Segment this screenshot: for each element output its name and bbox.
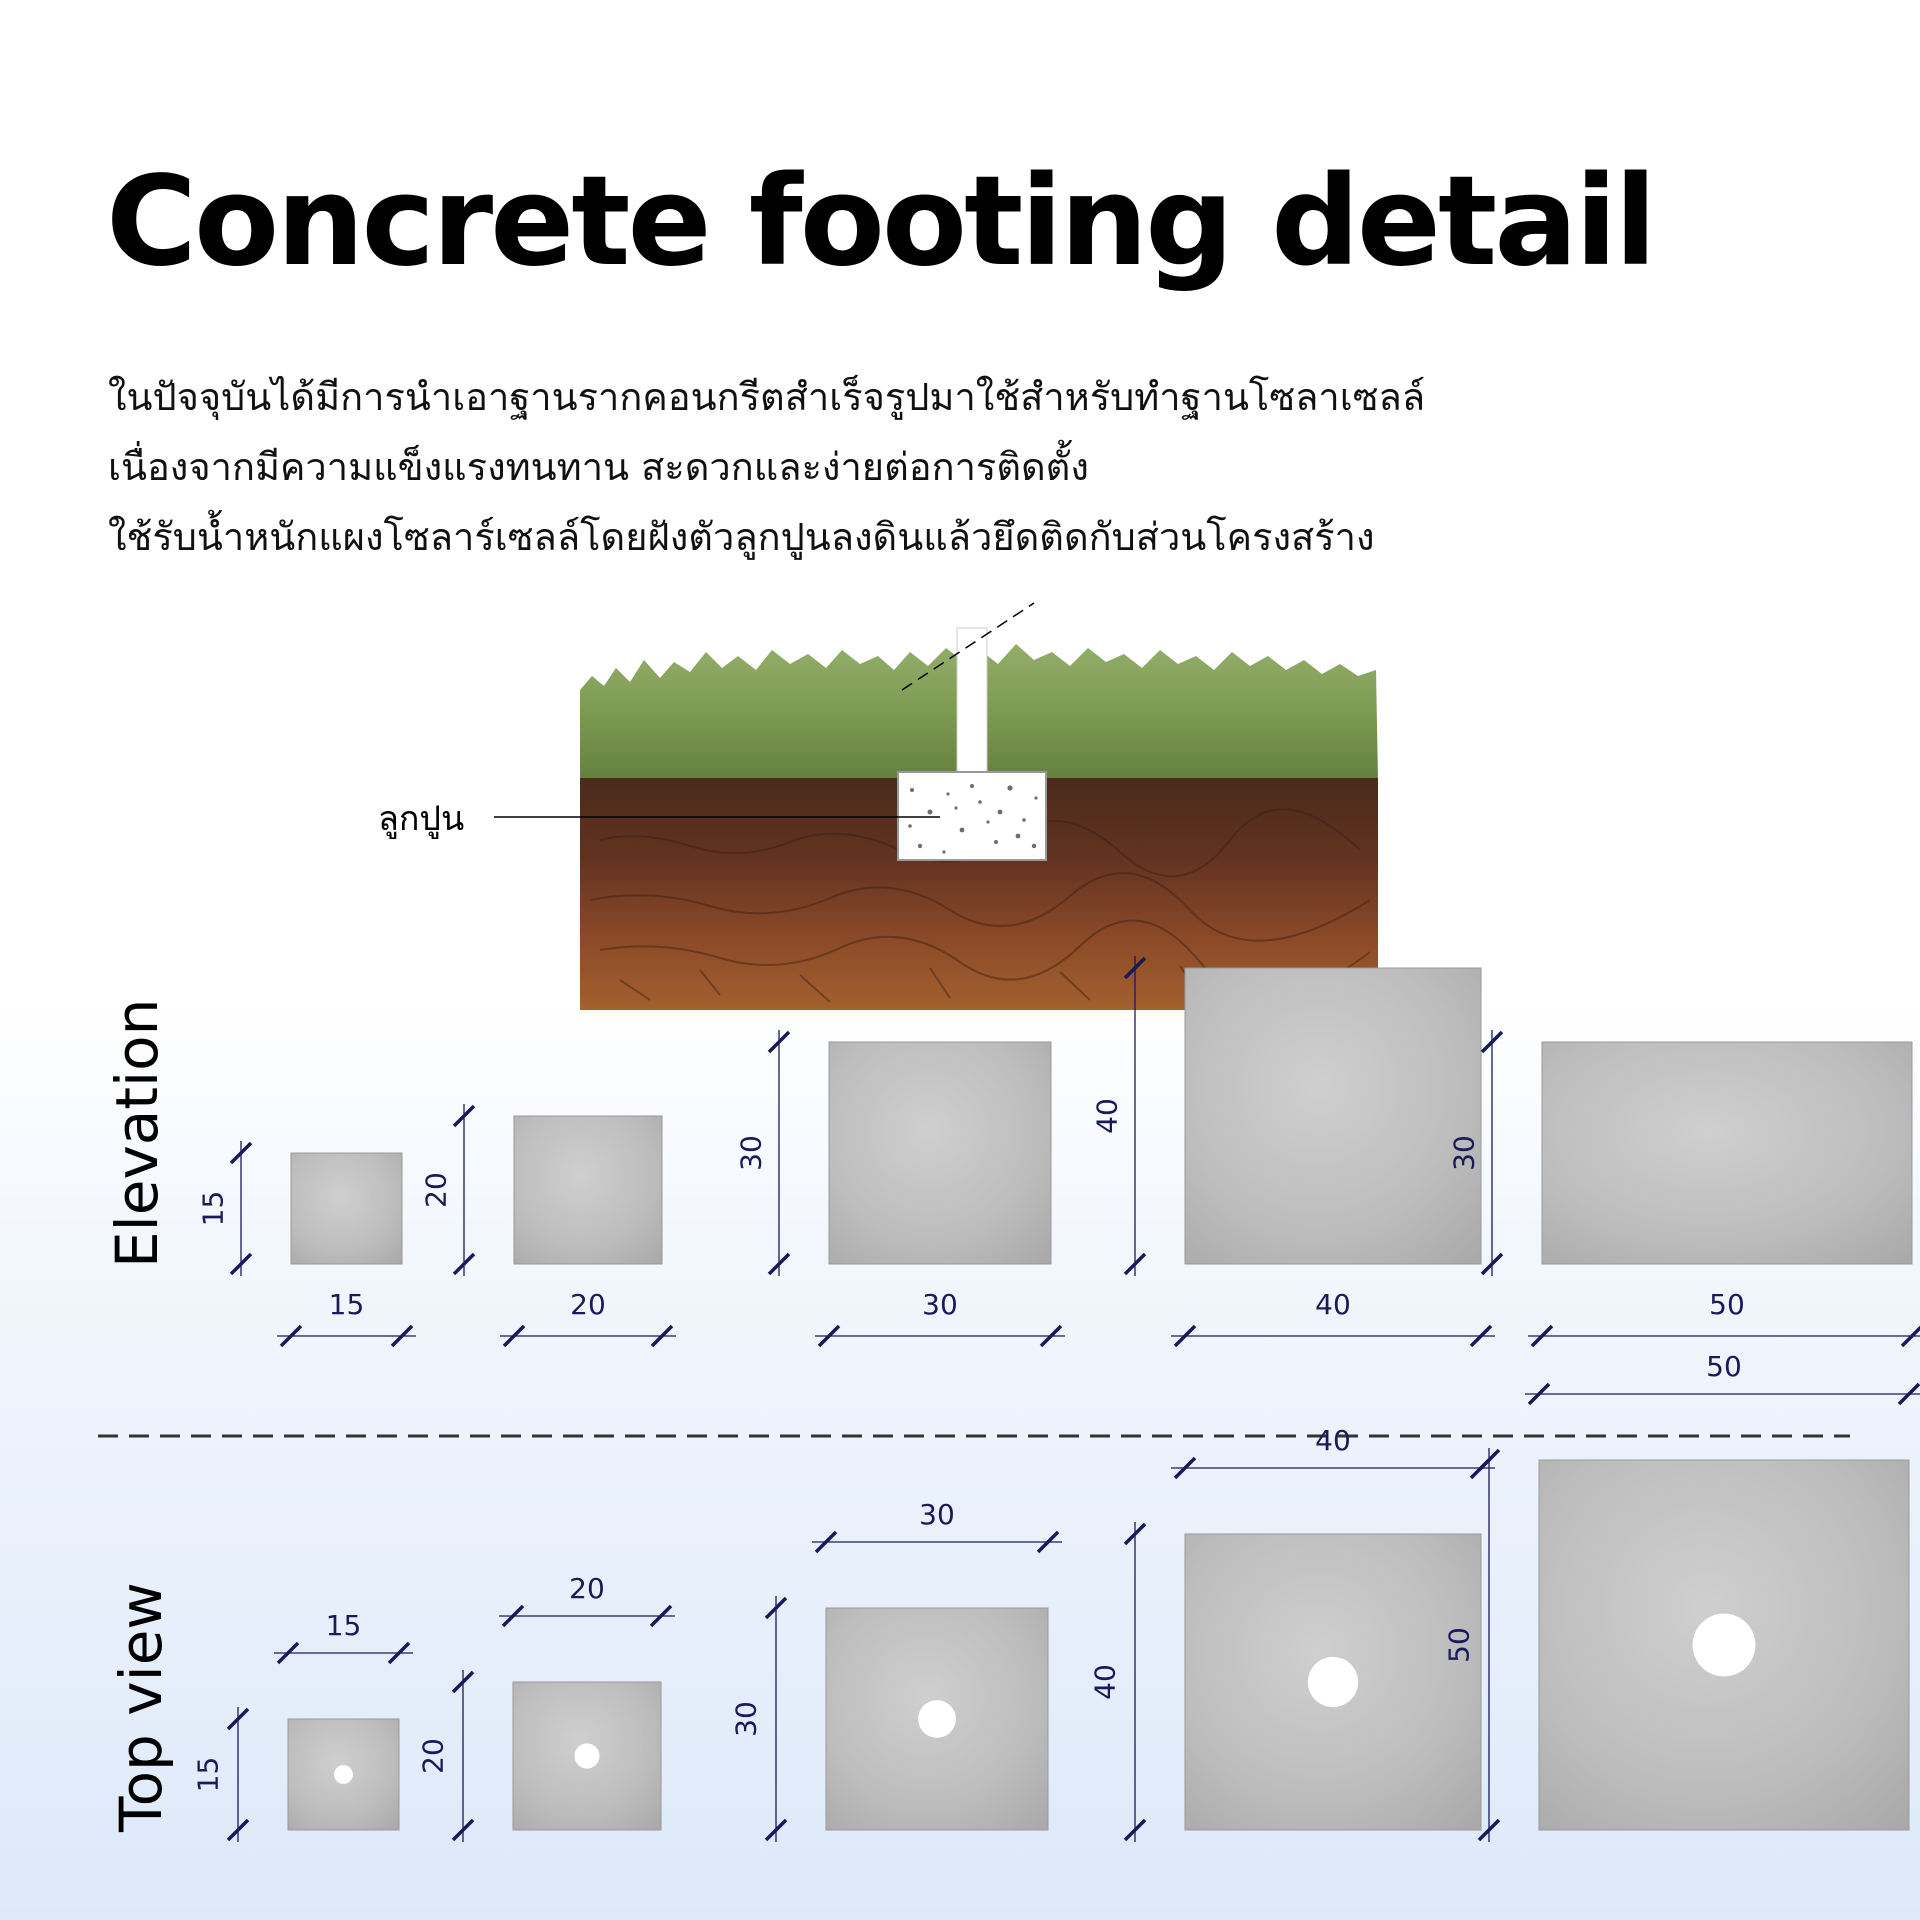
height-dimension-label: 20: [420, 1172, 453, 1208]
dimension-tick: [1173, 1456, 1197, 1480]
post-hole: [918, 1700, 956, 1738]
description-line-3: ใช้รับน้ำหนักแผงโซลาร์เซลล์โดยฝังตัวลูกป…: [108, 515, 1375, 559]
dimension-tick: [1897, 1382, 1920, 1406]
description-line-1: ในปัจจุบันได้มีการนำเอาฐานรากคอนกรีตสำเร…: [108, 375, 1426, 419]
dimension-tick: [1480, 1030, 1504, 1054]
top-view-block-5: 50 50: [1443, 1350, 1920, 1842]
width-dimension-label: 20: [569, 1572, 605, 1605]
height-dimension-label: 30: [1448, 1135, 1481, 1171]
dimension-tick: [226, 1818, 250, 1842]
ground-illustration: ลูกปูน: [378, 602, 1378, 1010]
dimension-tick: [1480, 1252, 1504, 1276]
dimension-tick: [764, 1596, 788, 1620]
dimension-tick: [814, 1530, 838, 1554]
width-dimension-label: 30: [922, 1288, 958, 1321]
dimension-tick: [387, 1641, 411, 1665]
dimension-tick: [764, 1818, 788, 1842]
concrete-block: [1184, 967, 1482, 1265]
height-dimension-label: 40: [1089, 1664, 1122, 1700]
height-dimension-label: 50: [1443, 1627, 1476, 1663]
elevation-block-3: 30 30: [735, 1030, 1065, 1348]
dimension-tick: [1173, 1324, 1197, 1348]
dimension-tick: [452, 1252, 476, 1276]
dimension-tick: [1477, 1448, 1501, 1472]
dimension-tick: [502, 1324, 526, 1348]
dimension-tick: [276, 1641, 300, 1665]
dimension-tick: [767, 1252, 791, 1276]
post-hole: [1307, 1656, 1359, 1708]
concrete-block: [513, 1115, 663, 1265]
dimension-tick: [1036, 1530, 1060, 1554]
width-dimension-label: 50: [1709, 1288, 1745, 1321]
dimension-tick: [1123, 1818, 1147, 1842]
width-dimension-label: 15: [326, 1609, 362, 1642]
footing-aggregate: [908, 784, 1038, 854]
post-hole: [1692, 1613, 1756, 1677]
height-dimension-label: 15: [197, 1191, 230, 1227]
dimension-tick: [1123, 1252, 1147, 1276]
height-dimension-label: 30: [730, 1701, 763, 1737]
width-dimension-label: 20: [570, 1288, 606, 1321]
concrete-block: [1541, 1041, 1913, 1265]
dimension-tick: [501, 1604, 525, 1628]
post-hole: [574, 1743, 600, 1769]
height-dimension-label: 15: [192, 1757, 225, 1793]
dimension-tick: [229, 1141, 253, 1165]
concrete-block: [290, 1152, 403, 1265]
dimension-tick: [649, 1604, 673, 1628]
dimension-tick: [1900, 1325, 1920, 1348]
width-dimension-label: 30: [919, 1498, 955, 1531]
description-line-2: เนื่องจากมีความแข็งแรงทนทาน สะดวกและง่าย…: [108, 445, 1089, 489]
top-view-block-3: 30 30: [730, 1498, 1062, 1842]
page-title: Concrete footing detail: [106, 150, 1657, 294]
dimension-tick: [650, 1324, 674, 1348]
width-dimension-label: 50: [1706, 1350, 1742, 1383]
elevation-block-4: 40 40: [1091, 956, 1495, 1348]
width-dimension-label: 40: [1315, 1424, 1351, 1457]
dimension-tick: [1123, 956, 1147, 980]
mounting-post: [956, 627, 988, 775]
dimension-tick: [229, 1252, 253, 1276]
dimension-tick: [279, 1324, 303, 1348]
dimension-tick: [451, 1818, 475, 1842]
height-dimension-label: 20: [417, 1738, 450, 1774]
top-view-block-4: 40 40: [1089, 1424, 1495, 1842]
width-dimension-label: 40: [1315, 1288, 1351, 1321]
height-dimension-label: 30: [735, 1135, 768, 1171]
width-dimension-label: 15: [329, 1288, 365, 1321]
dimension-tick: [1469, 1324, 1493, 1348]
height-dimension-label: 40: [1091, 1098, 1124, 1134]
elevation-block-5: 50 30: [1448, 1030, 1920, 1348]
dimension-tick: [1123, 1522, 1147, 1546]
footing-label: ลูกปูน: [378, 799, 464, 839]
post-leader-line: [901, 602, 1035, 691]
dimension-tick: [817, 1324, 841, 1348]
post-hole: [334, 1765, 353, 1784]
dimension-tick: [767, 1030, 791, 1054]
dimension-tick: [1477, 1818, 1501, 1842]
dimension-tick: [226, 1707, 250, 1731]
dimension-tick: [451, 1670, 475, 1694]
description: ในปัจจุบันได้มีการนำเอาฐานรากคอนกรีตสำเร…: [108, 362, 1608, 572]
dimension-tick: [1530, 1324, 1554, 1348]
dimension-tick: [390, 1324, 414, 1348]
concrete-block: [828, 1041, 1052, 1265]
dimension-tick: [1527, 1382, 1551, 1406]
dimension-tick: [452, 1104, 476, 1128]
dimension-tick: [1039, 1324, 1063, 1348]
